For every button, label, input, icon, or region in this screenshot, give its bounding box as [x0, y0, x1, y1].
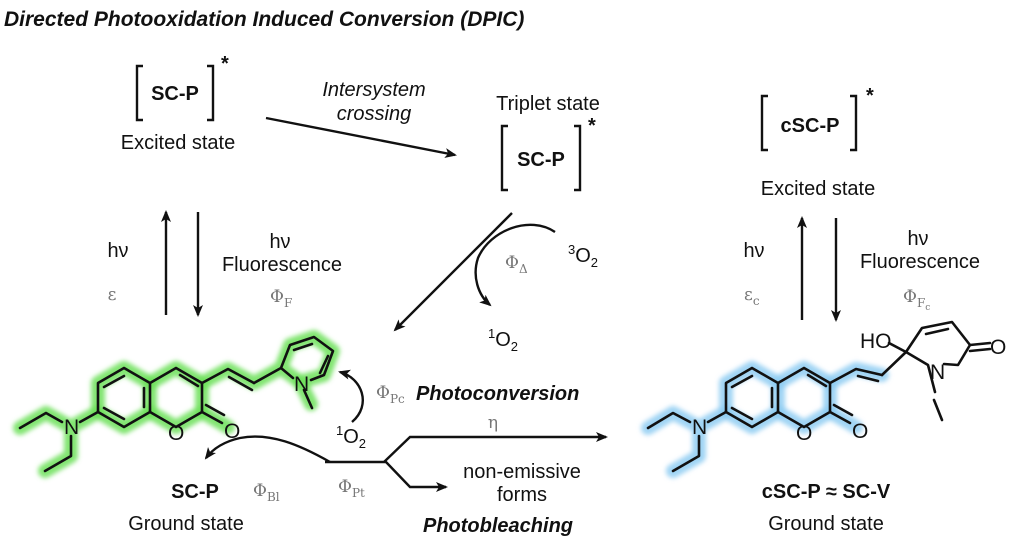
csc-p-amine-n: N — [692, 416, 707, 439]
phi-bl: ΦBl — [253, 481, 280, 504]
phi-pt: ΦPt — [338, 477, 365, 500]
sc-p-carbonyl-o: O — [224, 420, 240, 443]
singlet-oxygen-center-sub: 2 — [359, 436, 366, 451]
eta: η — [488, 413, 498, 433]
epsilon-right-symbol: ε — [744, 285, 753, 305]
photoconversion-label: Photoconversion — [416, 383, 579, 405]
nonemissive-arrow — [325, 460, 448, 492]
csc-p-molecule: N O O HO O N cSC-P ≈ SC-V Ground state — [641, 320, 1006, 535]
photobleaching-curved-arrow — [204, 435, 331, 464]
nonemissive-line1: non-emissive — [463, 461, 581, 483]
phi-f-left-sub: F — [284, 296, 292, 310]
triplet-state: Triplet state SC-P * — [496, 93, 600, 192]
csc-p-state: Ground state — [768, 513, 884, 535]
excited-label-right: Excited state — [761, 178, 876, 200]
excited-species-left: SC-P — [151, 83, 199, 105]
phi-f-right-sub: F — [917, 296, 925, 310]
phi-f-right: ΦFc — [903, 287, 930, 313]
excited-state-right: cSC-P * Excited state — [761, 85, 876, 200]
nonemissive-line2: forms — [497, 484, 547, 506]
sc-p-molecule: N O O N SC-P Ground state — [13, 330, 340, 535]
right-cycle: hν εc hν Fluorescence ΦFc — [743, 216, 980, 322]
phi-pt-sub: Pt — [352, 486, 365, 500]
sc-p-name: SC-P — [171, 481, 219, 503]
phi-delta-symbol: Φ — [505, 253, 519, 273]
phi-f-left-symbol: Φ — [270, 287, 284, 307]
triplet-return-arrow — [393, 212, 513, 332]
oxygen-curved-arrow — [474, 223, 556, 307]
isc-line1: Intersystem — [322, 79, 425, 101]
sc-p-ring-o: O — [168, 422, 184, 445]
phi-pc-sub: Pc — [390, 392, 405, 406]
isc-line2: crossing — [337, 103, 411, 125]
csc-p-ring-o: O — [796, 422, 812, 445]
singlet-oxygen-product-sup: 1 — [488, 326, 495, 341]
reaction-pathways: 1O2 ΦPc Photoconversion η ΦBl ΦPt non-em… — [204, 369, 608, 537]
bracket-triplet-open — [500, 124, 508, 192]
sc-p-amine-n: N — [64, 416, 79, 439]
hv-down-left: hν — [269, 231, 290, 253]
csc-p-lactam-o: O — [990, 336, 1006, 359]
bracket-left-open — [135, 64, 143, 122]
phi-bl-sub: Bl — [267, 490, 280, 504]
bracket-right-close — [850, 94, 858, 152]
triplet-species: SC-P — [517, 149, 565, 171]
csc-p-hydroxy: HO — [860, 330, 892, 353]
phi-delta-sub: Δ — [519, 262, 528, 276]
excited-star-right: * — [866, 85, 874, 107]
epsilon-right: εc — [744, 285, 760, 308]
phi-bl-symbol: Φ — [253, 481, 267, 501]
triplet-label: Triplet state — [496, 93, 600, 115]
phi-pc: ΦPc — [376, 383, 405, 406]
triplet-oxygen-sub: 2 — [591, 255, 598, 270]
singlet-oxygen-product-sub: 2 — [511, 339, 518, 354]
scheme-title: Directed Photooxidation Induced Conversi… — [4, 8, 524, 31]
epsilon-right-sub: c — [753, 294, 760, 308]
singlet-oxygen-product: 1O2 — [488, 326, 518, 354]
photoconversion-curved-arrow — [338, 369, 364, 423]
fluorescence-left: Fluorescence — [222, 254, 342, 276]
triplet-star: * — [588, 115, 596, 137]
epsilon-left: ε — [108, 285, 117, 305]
triplet-oxygen: 3O2 — [568, 242, 598, 270]
sc-p-state: Ground state — [128, 513, 244, 535]
sc-p-pyrrole-n: N — [294, 373, 309, 396]
phi-pt-symbol: Φ — [338, 477, 352, 497]
excited-species-right: cSC-P — [781, 115, 840, 137]
intersystem-crossing: Intersystem crossing — [265, 79, 457, 158]
hv-up-left: hν — [107, 240, 128, 262]
bracket-right-open — [760, 94, 768, 152]
triplet-oxygen-o: O — [575, 245, 591, 267]
singlet-oxygen-product-o: O — [495, 329, 511, 351]
csc-p-name: cSC-P ≈ SC-V — [762, 481, 891, 503]
phi-f-left: ΦF — [270, 287, 292, 310]
left-cycle: hν ε hν Fluorescence ΦF — [107, 210, 342, 317]
bracket-left-close — [207, 64, 215, 122]
singlet-oxygen-center: 1O2 — [336, 423, 366, 451]
excited-state-left: SC-P * Excited state — [121, 53, 236, 154]
excited-star-left: * — [221, 53, 229, 75]
hv-down-right: hν — [907, 228, 928, 250]
csc-p-lactam-n: N — [930, 361, 945, 384]
excited-label-left: Excited state — [121, 132, 236, 154]
phi-pc-symbol: Φ — [376, 383, 390, 403]
hv-up-right: hν — [743, 240, 764, 262]
fluorescence-right: Fluorescence — [860, 251, 980, 273]
photobleaching-label: Photobleaching — [423, 515, 573, 537]
singlet-oxygen-center-o: O — [343, 426, 359, 448]
phi-f-right-subsub: c — [925, 303, 930, 313]
bracket-triplet-close — [574, 124, 582, 192]
csc-p-carbonyl-o: O — [852, 420, 868, 443]
isc-arrow — [265, 116, 457, 158]
phi-delta: ΦΔ — [505, 253, 528, 276]
triplet-oxygen-sup: 3 — [568, 242, 575, 257]
energy-transfer: ΦΔ 3O2 1O2 — [393, 212, 598, 354]
phi-f-right-symbol: Φ — [903, 287, 917, 307]
singlet-oxygen-center-sup: 1 — [336, 423, 343, 438]
conversion-arrow — [383, 432, 608, 463]
